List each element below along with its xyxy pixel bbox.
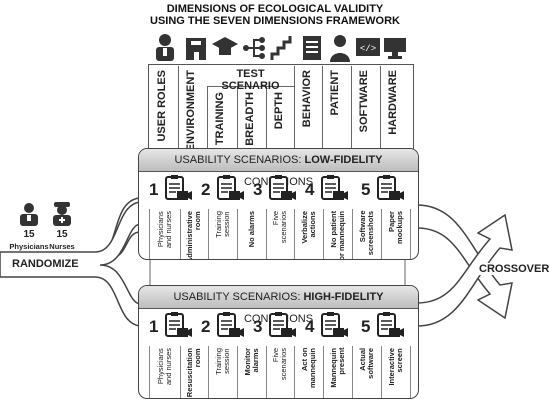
high-fidelity-steps: 1 2 3 4 5 <box>139 308 418 346</box>
step-number: 5 <box>361 317 371 336</box>
nurses-label: Nurses <box>49 242 75 251</box>
scenario-cell-6: Verbalize actions <box>294 209 324 259</box>
cell-text: Training session <box>213 348 231 375</box>
scenario-cell-4: Monitor alarms <box>237 346 267 398</box>
title-line-2: USING THE SEVEN DIMENSIONS FRAMEWORK <box>150 15 400 27</box>
scenario-cell-3: Training session <box>208 346 238 398</box>
crossover-up-arrow <box>416 213 513 327</box>
step-number: 2 <box>201 317 211 336</box>
step-number: 1 <box>149 317 159 336</box>
scenario-cell-4: No alarms <box>237 209 267 259</box>
scenario-cell-1: Physicians and nurses <box>149 209 181 259</box>
step-number: 4 <box>305 317 315 336</box>
crossover-label: CROSSOVER <box>479 263 550 275</box>
clipboard-video-icon <box>165 175 192 200</box>
stairs-icon <box>270 36 292 60</box>
cell-text: Paper mockups <box>386 211 404 244</box>
clipboard-video-icon <box>165 312 192 337</box>
scenario-cell-6: Act on mannequin <box>294 346 324 398</box>
scenario-cell-9: Interactive screen <box>381 346 411 398</box>
middle-band <box>149 257 406 289</box>
step-number: 4 <box>305 180 315 199</box>
high-fidelity-title: USABILITY SCENARIOS: HIGH-FIDELITY CONDI… <box>139 286 418 325</box>
dim-user-roles: USER ROLES <box>156 70 168 142</box>
scenario-cell-8: Software screenshots <box>352 209 382 259</box>
cell-text: Training session <box>213 211 231 238</box>
crossover-down-arrow <box>416 204 513 320</box>
scenario-cell-2: Resuscitation room <box>179 346 209 398</box>
patient-icon <box>330 35 350 62</box>
physicians-count: 15 <box>23 229 35 240</box>
scenario-cell-5: Five scenarios <box>266 346 295 398</box>
scenario-cell-1: Physicians and nurses <box>149 346 181 398</box>
scenario-cell-7: Mannequin present <box>323 346 353 398</box>
cell-text: Monitor alarms <box>242 348 260 376</box>
dim-breadth: BREADTH <box>244 92 256 146</box>
cell-text: Physicians and nurses <box>156 348 173 386</box>
cell-text: Mannequin present <box>328 348 346 388</box>
step-number: 2 <box>201 180 211 199</box>
computer-icon <box>384 38 406 59</box>
clipboard-video-icon <box>217 175 244 200</box>
doctor-icon <box>156 34 174 61</box>
dim-software: SOFTWARE <box>358 70 370 133</box>
low-fidelity-steps: 1 2 3 4 5 <box>139 171 418 209</box>
cell-text: Five scenarios <box>271 348 288 381</box>
scenario-cell-2: Administrative room <box>179 209 209 260</box>
low-fidelity-title: USABILITY SCENARIOS: LOW-FIDELITY CONDIT… <box>139 149 418 188</box>
checklist-icon <box>303 36 321 60</box>
scenario-cell-3: Training session <box>208 209 238 259</box>
clipboard-video-icon <box>217 312 244 337</box>
cell-text: No alarms <box>246 211 256 248</box>
cell-text: Verbalize actions <box>299 211 317 244</box>
step-number: 3 <box>253 317 263 336</box>
svg-text:</>: </> <box>360 44 376 54</box>
dim-patient: PATIENT <box>329 70 341 116</box>
clipboard-video-icon <box>269 312 296 337</box>
dimension-icons: </> <box>156 34 406 62</box>
randomize-label: RANDOMIZE <box>12 258 79 270</box>
scenario-cell-8: Actual software <box>352 346 382 398</box>
cell-text: Actual software <box>357 348 375 379</box>
dim-training: TRAINING <box>214 92 226 146</box>
nurses-count: 15 <box>56 229 68 240</box>
step-number: 3 <box>253 180 263 199</box>
nurse-icon <box>53 202 71 226</box>
step-number: 5 <box>361 180 371 199</box>
scenario-cell-7: No patient or mannequin <box>323 209 353 260</box>
hospital-icon <box>186 38 206 60</box>
dim-environment: ENVIRONMENT <box>185 70 197 152</box>
clipboard-video-icon <box>321 175 348 200</box>
step-number: 1 <box>149 180 159 199</box>
scenario-cell-9: Paper mockups <box>381 209 411 259</box>
scenario-cell-5: Five scenarios <box>266 209 295 259</box>
graduation-cap-icon <box>212 37 238 55</box>
high-fidelity-panel: USABILITY SCENARIOS: HIGH-FIDELITY CONDI… <box>138 285 419 399</box>
cell-text: Act on mannequin <box>299 348 317 389</box>
clipboard-video-icon <box>321 312 348 337</box>
clipboard-video-icon <box>269 175 296 200</box>
cell-text: Interactive screen <box>386 348 404 386</box>
dimension-header <box>148 64 414 153</box>
code-icon: </> <box>356 38 380 56</box>
cell-text: Administrative room <box>184 211 202 260</box>
physician-icon <box>20 203 38 226</box>
cell-text: Five scenarios <box>271 211 288 244</box>
clipboard-video-icon <box>377 312 404 337</box>
cell-text: No patient or mannequin <box>328 211 346 260</box>
cell-text: Physicians and nurses <box>156 211 173 249</box>
cell-text: Resuscitation room <box>184 348 202 398</box>
physicians-label: Physicians <box>9 242 49 251</box>
dim-behavior: BEHAVIOR <box>301 70 313 128</box>
low-fidelity-panel: USABILITY SCENARIOS: LOW-FIDELITY CONDIT… <box>138 148 419 260</box>
dim-hardware: HARDWARE <box>387 70 399 135</box>
hierarchy-icon <box>243 37 265 59</box>
dim-depth: DEPTH <box>273 92 285 130</box>
title-line-1: DIMENSIONS OF ECOLOGICAL VALIDITY <box>166 3 384 15</box>
dim-test-scenario: TEST SCENARIO <box>221 68 280 92</box>
clipboard-video-icon <box>377 175 404 200</box>
cell-text: Software screenshots <box>357 211 375 256</box>
